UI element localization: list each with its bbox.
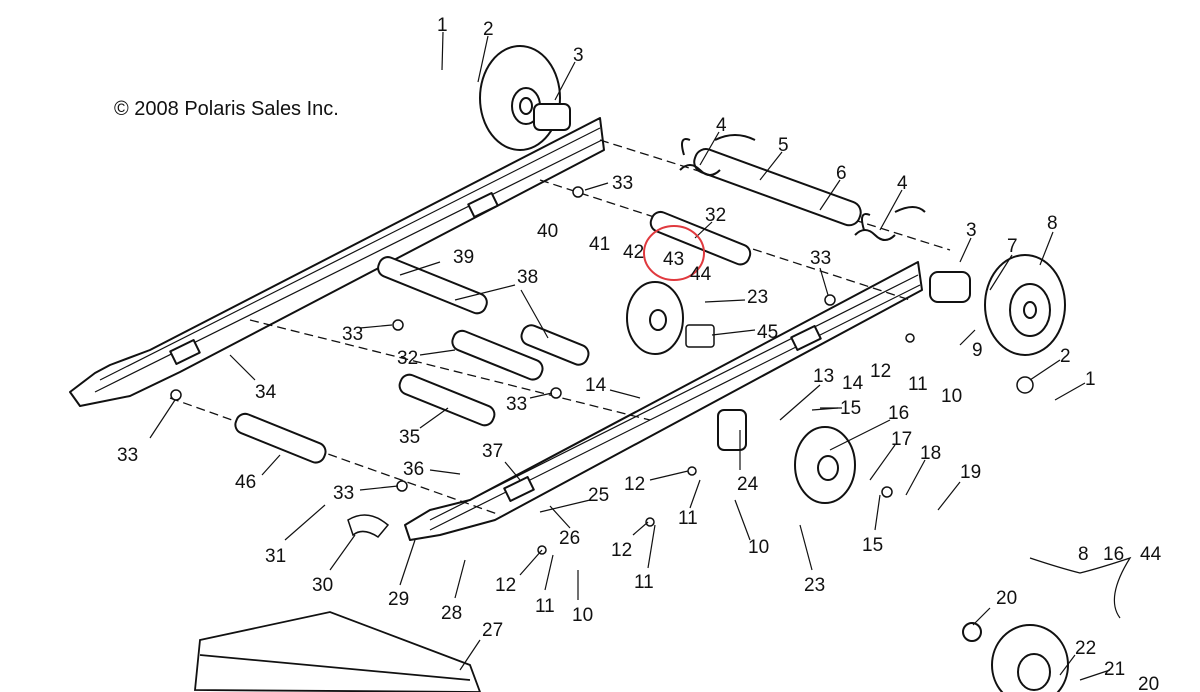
callout-2: 2 bbox=[483, 19, 494, 40]
callout-33c: 33 bbox=[810, 248, 831, 269]
callout-1b: 1 bbox=[1085, 369, 1096, 390]
callout-11d: 11 bbox=[535, 596, 555, 617]
callout-2b: 2 bbox=[1060, 346, 1071, 367]
callout-45: 45 bbox=[757, 322, 778, 343]
callout-33f: 33 bbox=[333, 483, 354, 504]
callout-14b: 14 bbox=[842, 373, 864, 394]
callout-17: 17 bbox=[891, 429, 912, 450]
callout-38: 38 bbox=[517, 267, 538, 288]
callout-23b: 23 bbox=[804, 575, 825, 596]
callout-32: 32 bbox=[705, 205, 726, 226]
callout-16: 16 bbox=[888, 403, 909, 424]
callout-27: 27 bbox=[482, 620, 503, 641]
rear-idler-wheel-right bbox=[929, 254, 1066, 356]
callout-33: 33 bbox=[612, 173, 633, 194]
callout-22: 22 bbox=[1075, 638, 1096, 659]
callout-3: 3 bbox=[573, 45, 584, 66]
callout-4b: 4 bbox=[897, 173, 908, 194]
highlight-circle bbox=[643, 225, 705, 281]
callout-13: 13 bbox=[813, 366, 834, 387]
callout-12c: 12 bbox=[611, 540, 632, 561]
callout-36: 36 bbox=[403, 459, 424, 480]
callout-33e: 33 bbox=[117, 445, 138, 466]
callout-25: 25 bbox=[588, 485, 609, 506]
callout-8: 8 bbox=[1047, 213, 1058, 234]
callout-18: 18 bbox=[920, 443, 941, 464]
callout-32b: 32 bbox=[397, 348, 418, 369]
callout-24: 24 bbox=[737, 474, 759, 495]
callout-28: 28 bbox=[441, 603, 462, 624]
callout-34: 34 bbox=[255, 382, 277, 403]
callout-kit-8: 8 bbox=[1078, 544, 1089, 565]
callout-15b: 15 bbox=[862, 535, 883, 556]
callout-7: 7 bbox=[1007, 236, 1018, 257]
callout-15: 15 bbox=[840, 398, 861, 419]
callout-33d: 33 bbox=[506, 394, 527, 415]
callout-12d: 12 bbox=[495, 575, 516, 596]
torsion-springs bbox=[679, 134, 926, 241]
cross-shafts bbox=[234, 148, 862, 464]
callout-30: 30 bbox=[312, 575, 333, 596]
callout-12: 12 bbox=[870, 361, 891, 382]
callout-20b: 20 bbox=[1138, 674, 1159, 692]
callout-43: 43 bbox=[663, 249, 684, 270]
upper-idler-wheel bbox=[479, 45, 571, 151]
callout-14: 14 bbox=[585, 375, 607, 396]
callout-11: 11 bbox=[908, 374, 928, 395]
callout-42: 42 bbox=[623, 242, 644, 263]
callout-5: 5 bbox=[778, 135, 789, 156]
track-section bbox=[194, 611, 481, 692]
copyright-notice: © 2008 Polaris Sales Inc. bbox=[114, 98, 339, 120]
callout-35: 35 bbox=[399, 427, 420, 448]
callout-3b: 3 bbox=[966, 220, 977, 241]
callout-9: 9 bbox=[972, 340, 983, 361]
callout-4: 4 bbox=[716, 115, 727, 136]
right-rail bbox=[404, 261, 923, 541]
callout-41: 41 bbox=[589, 234, 610, 255]
callout-44: 44 bbox=[690, 264, 712, 285]
callout-39: 39 bbox=[453, 247, 474, 268]
callout-29: 29 bbox=[388, 589, 409, 610]
callout-40: 40 bbox=[537, 221, 558, 242]
callout-46: 46 bbox=[235, 472, 256, 493]
callout-11b: 11 bbox=[678, 508, 698, 529]
callout-20: 20 bbox=[996, 588, 1017, 609]
callout-26: 26 bbox=[559, 528, 580, 549]
wheel-kit-20 bbox=[962, 622, 1069, 692]
callout-33b: 33 bbox=[342, 324, 363, 345]
left-rail bbox=[69, 117, 605, 407]
callout-12b: 12 bbox=[624, 474, 645, 495]
callout-21: 21 bbox=[1104, 659, 1125, 680]
callout-6: 6 bbox=[836, 163, 847, 184]
callout-1: 1 bbox=[437, 15, 448, 36]
callout-10b: 10 bbox=[748, 537, 769, 558]
mid-wheel-16 bbox=[717, 409, 856, 504]
callout-23: 23 bbox=[747, 287, 768, 308]
callout-11c: 11 bbox=[634, 572, 654, 593]
callout-10c: 10 bbox=[572, 605, 593, 626]
callout-10: 10 bbox=[941, 386, 962, 407]
callout-37: 37 bbox=[482, 441, 503, 462]
callout-19: 19 bbox=[960, 462, 981, 483]
callout-kit-16: 16 bbox=[1103, 544, 1124, 565]
callout-kit-44: 44 bbox=[1140, 544, 1162, 565]
callout-labels: 1 2 3 4 5 6 4 32 33 8 3 7 40 41 42 43 44… bbox=[117, 15, 1162, 692]
mid-wheel-44 bbox=[626, 281, 684, 355]
callout-31: 31 bbox=[265, 546, 286, 567]
leader-lines bbox=[149, 31, 1132, 681]
small-parts bbox=[170, 186, 1034, 555]
